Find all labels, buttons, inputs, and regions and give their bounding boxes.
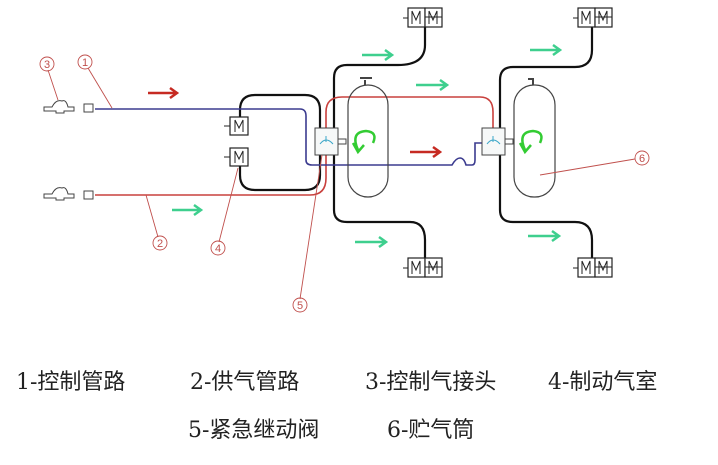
callout-3: 3 — [44, 59, 50, 71]
control-coupling — [43, 100, 94, 114]
brake-chamber — [572, 7, 613, 28]
emergency-relay-valve-2 — [481, 127, 514, 156]
air-tank-2 — [513, 84, 556, 198]
callouts: 1 3 2 4 5 6 — [39, 54, 650, 313]
callout-5: 5 — [297, 300, 303, 312]
air-tank-1 — [347, 84, 389, 198]
control-line — [95, 108, 482, 166]
legend-1: 1-控制管路 — [16, 370, 126, 395]
brake-chamber — [223, 147, 249, 167]
legend-3: 3-控制气接头 — [365, 370, 497, 395]
tank-fill-arrow-icon — [521, 129, 543, 151]
tank-fill-arrow-icon — [354, 129, 376, 151]
emergency-relay-valve-1 — [314, 127, 347, 156]
supply-coupling — [43, 187, 94, 201]
brake-chamber — [402, 257, 443, 278]
legend-5: 5-紧急继动阀 — [188, 418, 320, 443]
brake-chamber — [402, 7, 443, 28]
flow-arrows — [148, 43, 563, 249]
callout-2: 2 — [157, 238, 163, 250]
callout-4: 4 — [215, 243, 221, 255]
legend-6: 6-贮气筒 — [387, 418, 475, 443]
brake-hoses — [238, 27, 594, 258]
air-brake-diagram: 1 3 2 4 5 6 — [39, 7, 650, 313]
supply-line — [95, 96, 494, 196]
brake-chamber — [223, 116, 249, 136]
callout-1: 1 — [82, 57, 88, 69]
legend-4: 4-制动气室 — [548, 370, 658, 395]
callout-6: 6 — [639, 153, 645, 165]
brake-chamber — [572, 257, 613, 278]
legend-2: 2-供气管路 — [190, 370, 300, 395]
